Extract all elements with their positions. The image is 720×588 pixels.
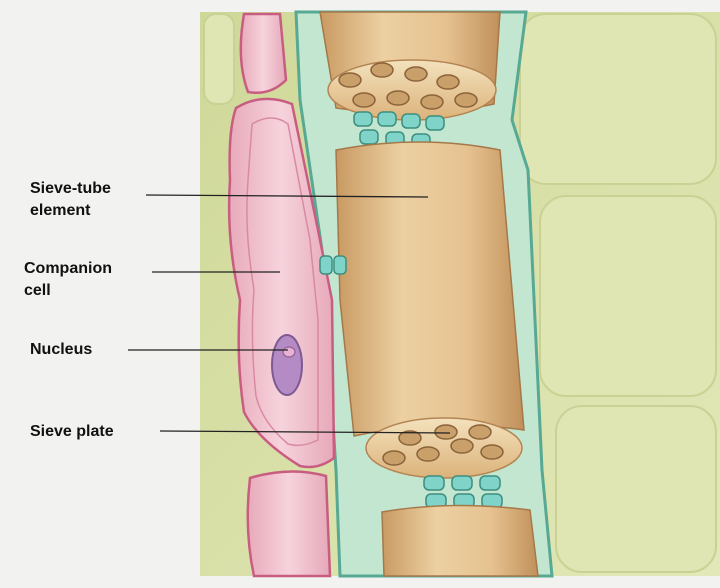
companion-plasmodesmata bbox=[319, 255, 347, 275]
leader-line-sieve-tube bbox=[145, 194, 429, 198]
upper-sieve-pores bbox=[338, 62, 478, 110]
lower-companion-cell bbox=[246, 470, 332, 578]
label-companion-cell: Companion cell bbox=[24, 258, 112, 302]
label-nucleus: Nucleus bbox=[30, 339, 92, 361]
nucleus bbox=[271, 334, 303, 396]
sieve-tube-element bbox=[335, 141, 525, 437]
neighbor-cells bbox=[203, 13, 717, 573]
label-companion-line1: Companion bbox=[24, 260, 112, 277]
label-sieve-tube-line2: element bbox=[30, 202, 91, 219]
lower-sieve-pores bbox=[382, 424, 504, 466]
companion-inner-membrane bbox=[246, 117, 319, 447]
companion-cell bbox=[227, 97, 336, 469]
upper-companion-cell bbox=[239, 12, 288, 94]
leader-line-sieve-plate bbox=[159, 430, 451, 434]
lower-sieve-tube bbox=[381, 504, 539, 577]
label-sieve-plate-text: Sieve plate bbox=[30, 423, 114, 440]
upper-plasmodesmata bbox=[353, 111, 445, 149]
nucleolus bbox=[282, 346, 296, 358]
label-sieve-plate: Sieve plate bbox=[30, 421, 114, 443]
leader-lines bbox=[128, 194, 451, 434]
label-companion-line2: cell bbox=[24, 282, 51, 299]
lower-plasmodesmata bbox=[423, 475, 503, 509]
label-nucleus-text: Nucleus bbox=[30, 341, 93, 358]
label-sieve-tube-line1: Sieve-tube bbox=[30, 180, 111, 197]
label-sieve-tube-element: Sieve-tube element bbox=[30, 178, 111, 222]
